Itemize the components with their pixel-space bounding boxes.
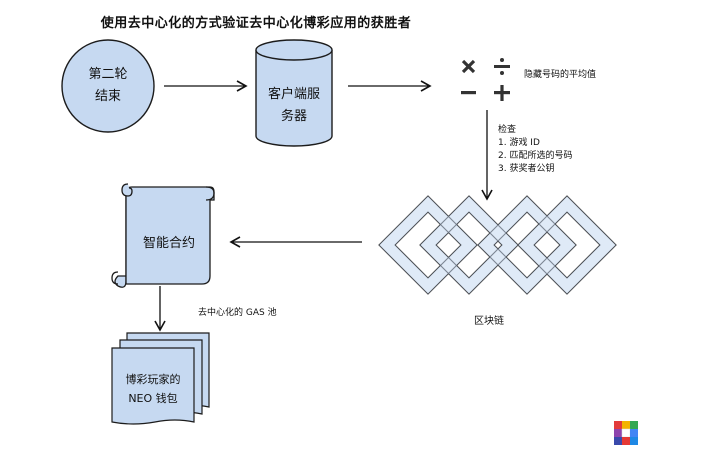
smart-contract-node: [111, 183, 215, 288]
smart-contract-label: 智能合约: [142, 236, 195, 251]
check-item: 2. 匹配所选的号码: [498, 151, 573, 161]
round-end-line2: 结束: [94, 89, 121, 104]
client-server-line2: 务器: [280, 109, 307, 124]
check-list: 检查 1. 游戏 ID 2. 匹配所选的号码 3. 获奖者公钥: [498, 124, 572, 176]
check-heading: 检查: [498, 125, 517, 135]
blockchain-label: 区块链: [474, 316, 504, 327]
hash-label: 隐藏号码的平均值: [524, 70, 597, 80]
wallet-line2: NEO 钱包: [128, 392, 178, 405]
plus-icon: [494, 85, 510, 101]
wallet-node: [111, 332, 210, 425]
wallet-line1: 博彩玩家的: [125, 373, 181, 386]
round-end-label: 第二轮 结束: [68, 64, 148, 108]
gas-pool-label: 去中心化的 GAS 池: [198, 308, 277, 318]
round-end-node: [61, 39, 155, 133]
wallet-label: 博彩玩家的 NEO 钱包: [112, 370, 194, 408]
multiply-icon: [461, 59, 476, 74]
check-item: 3. 获奖者公钥: [498, 164, 555, 174]
round-end-line1: 第二轮: [88, 67, 128, 82]
divide-icon: [494, 58, 510, 75]
client-server-line1: 客户端服: [267, 87, 320, 102]
check-item: 1. 游戏 ID: [498, 138, 540, 148]
client-server-node: [255, 39, 333, 147]
minus-icon: [461, 91, 476, 95]
logo-icon: [614, 421, 638, 445]
blockchain-fill: [379, 196, 616, 294]
diagram-title: 使用去中心化的方式验证去中心化博彩应用的获胜者: [100, 16, 412, 31]
client-server-label: 客户端服 务器: [254, 84, 334, 128]
